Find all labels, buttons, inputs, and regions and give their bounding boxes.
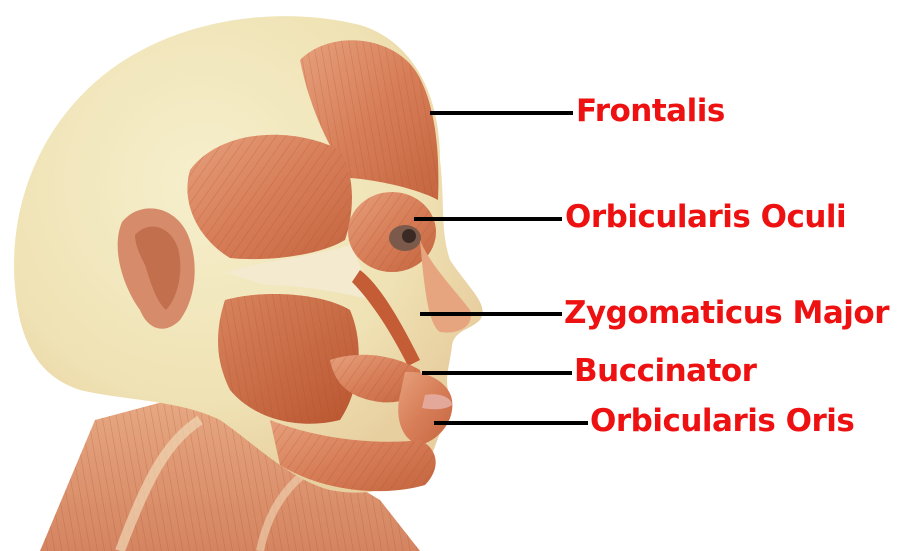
label-frontalis: Frontalis — [576, 96, 725, 127]
label-buccinator: Buccinator — [574, 356, 756, 387]
label-zygomaticus-major: Zygomaticus Major — [564, 298, 889, 329]
label-orbicularis-oculi: Orbicularis Oculi — [565, 202, 846, 233]
label-orbicularis-oris: Orbicularis Oris — [590, 406, 854, 437]
